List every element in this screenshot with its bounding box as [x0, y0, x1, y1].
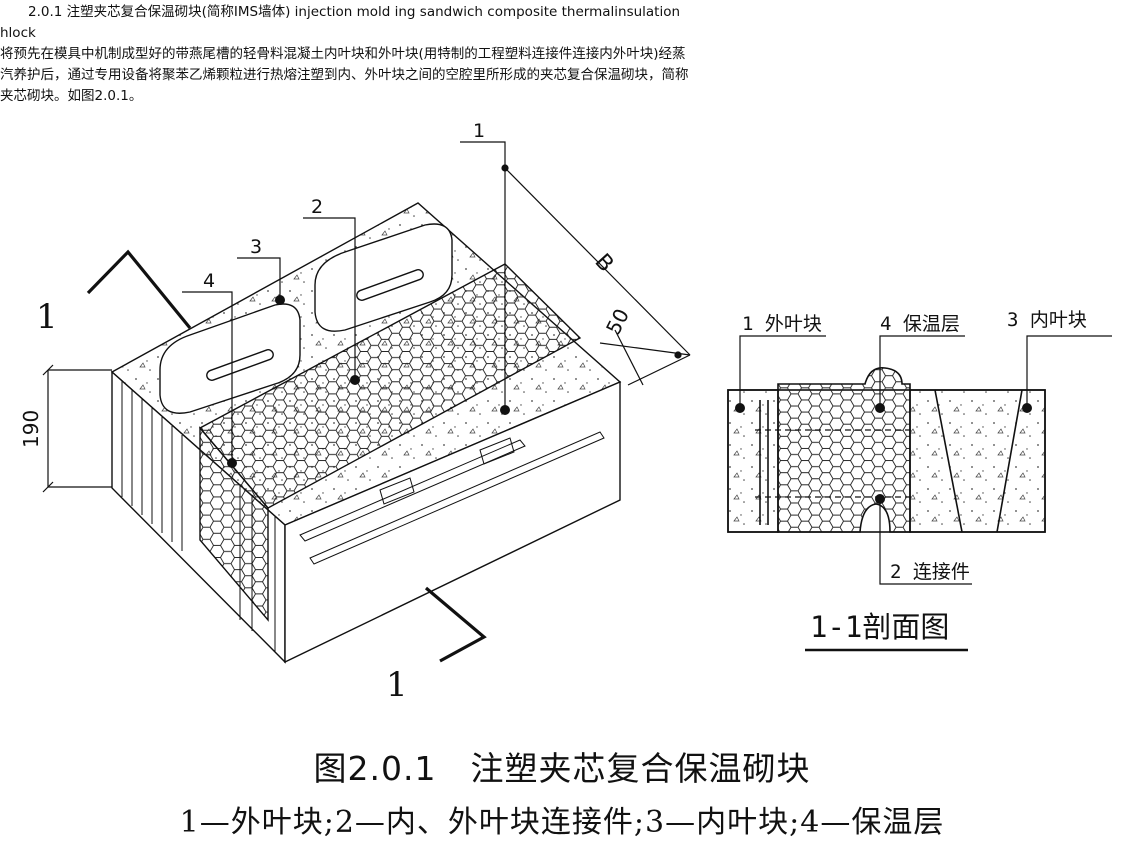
callout-1: 1 [473, 120, 485, 142]
iso-block [110, 202, 622, 664]
dim-length [501, 164, 691, 386]
section-title: 1-1剖面图 [810, 610, 949, 644]
section-dots [735, 403, 1032, 504]
cavity-back [314, 223, 453, 332]
iso-callouts [182, 141, 506, 463]
section-view [727, 367, 1046, 533]
front-face-ribs [121, 381, 276, 652]
label-inner-leaf: 3 内叶块 [1007, 309, 1087, 331]
dim-length-label: B [590, 249, 619, 277]
figure-caption-legend: 1—外叶块;2—内、外叶块连接件;3—内叶块;4—保温层 [179, 805, 945, 840]
header-line-1: 2.0.1 注塑夹芯复合保温砌块(简称IMS墙体) injection mold… [28, 4, 681, 20]
dim-offset-label: 50 [601, 305, 634, 339]
header-para-1: 将预先在模具中机制成型好的带燕尾槽的轻骨料混凝土内叶块和外叶块(用特制的工程塑料… [0, 46, 686, 62]
iso-callout-dots [227, 295, 510, 468]
slot-back [356, 269, 424, 301]
section-mark-bottom-label: 1 [386, 665, 408, 705]
insulation-front-face [199, 426, 269, 622]
slot-front [206, 349, 274, 381]
header-para-2: 汽养护后，通过专用设备将聚苯乙烯颗粒进行热熔注塑到内、外叶块之间的空腔里所形成的… [0, 67, 689, 83]
label-insulation: 4 保温层 [880, 313, 960, 335]
label-connector: 2 连接件 [890, 561, 970, 583]
cavity-front [159, 303, 301, 414]
callout-2: 2 [311, 196, 323, 218]
header-para-3: 夹芯砌块。如图2.0.1。 [0, 88, 143, 104]
section-mark-top-label: 1 [36, 297, 58, 337]
section-leaders [739, 335, 1112, 585]
side-face-grooves [299, 431, 605, 565]
callout-4: 4 [203, 270, 215, 292]
section-outer-leaf [727, 389, 779, 533]
dim-height-label: 190 [19, 410, 43, 448]
section-inner-leaf [909, 389, 1046, 533]
section-insulation [777, 367, 911, 533]
section-marks [86, 249, 487, 663]
header-text: 2.0.1 注塑夹芯复合保温砌块(简称IMS墙体) injection mold… [0, 2, 730, 107]
figure-caption-title: 图2.0.1 注塑夹芯复合保温砌块 [313, 749, 811, 788]
label-outer-leaf: 1 外叶块 [742, 313, 822, 335]
callout-3: 3 [250, 236, 262, 258]
block-side-face [284, 380, 621, 664]
header-line-2: hlock [0, 25, 36, 41]
dim-height [42, 364, 112, 493]
